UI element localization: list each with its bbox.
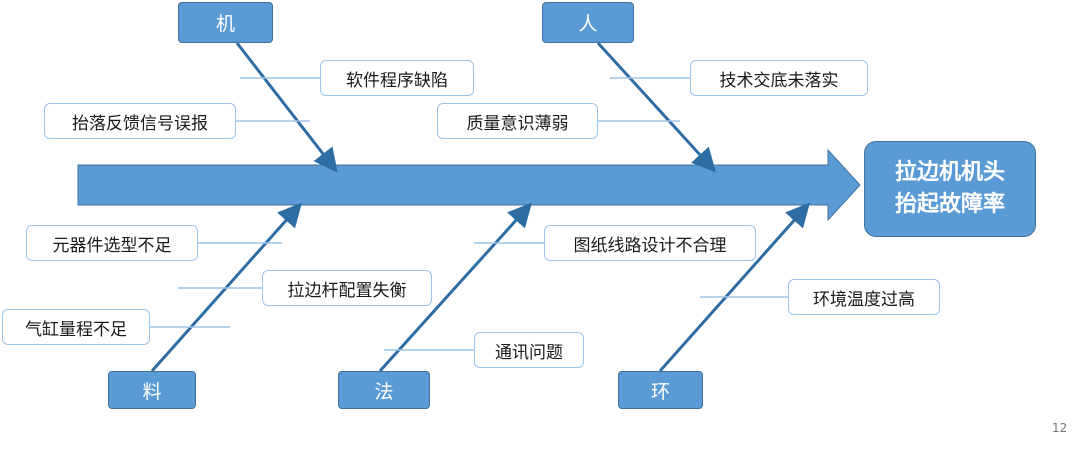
cause-handover-not-done: 技术交底未落实 [690, 60, 868, 96]
category-environment: 环 [618, 371, 703, 409]
cause-software-defect: 软件程序缺陷 [320, 60, 474, 96]
cause-weak-quality-awareness: 质量意识薄弱 [437, 103, 598, 139]
effect-box: 拉边机机头 抬起故障率 [864, 141, 1036, 237]
cause-communication: 通讯问题 [474, 332, 584, 368]
bone-machine [235, 42, 338, 173]
category-machine: 机 [178, 2, 273, 43]
cause-cylinder-range: 气缸量程不足 [2, 309, 150, 345]
cause-high-temperature: 环境温度过高 [788, 279, 940, 315]
cause-feedback-false-alarm: 抬落反馈信号误报 [44, 103, 236, 139]
bone-material [150, 202, 302, 372]
bone-people [596, 41, 717, 173]
cause-component-selection: 元器件选型不足 [26, 225, 198, 261]
effect-line-1: 拉边机机头 [894, 160, 1005, 185]
category-people: 人 [542, 2, 634, 43]
cause-drawing-design: 图纸线路设计不合理 [544, 225, 756, 261]
category-material: 料 [108, 371, 196, 409]
spine-arrow [77, 148, 861, 222]
bone-method [378, 202, 533, 373]
cause-edge-rod-imbalance: 拉边杆配置失衡 [262, 270, 432, 306]
category-method: 法 [338, 371, 430, 409]
effect-line-2: 抬起故障率 [894, 192, 1005, 217]
bone-environment [658, 202, 810, 372]
page-number: 12 [1052, 421, 1068, 435]
